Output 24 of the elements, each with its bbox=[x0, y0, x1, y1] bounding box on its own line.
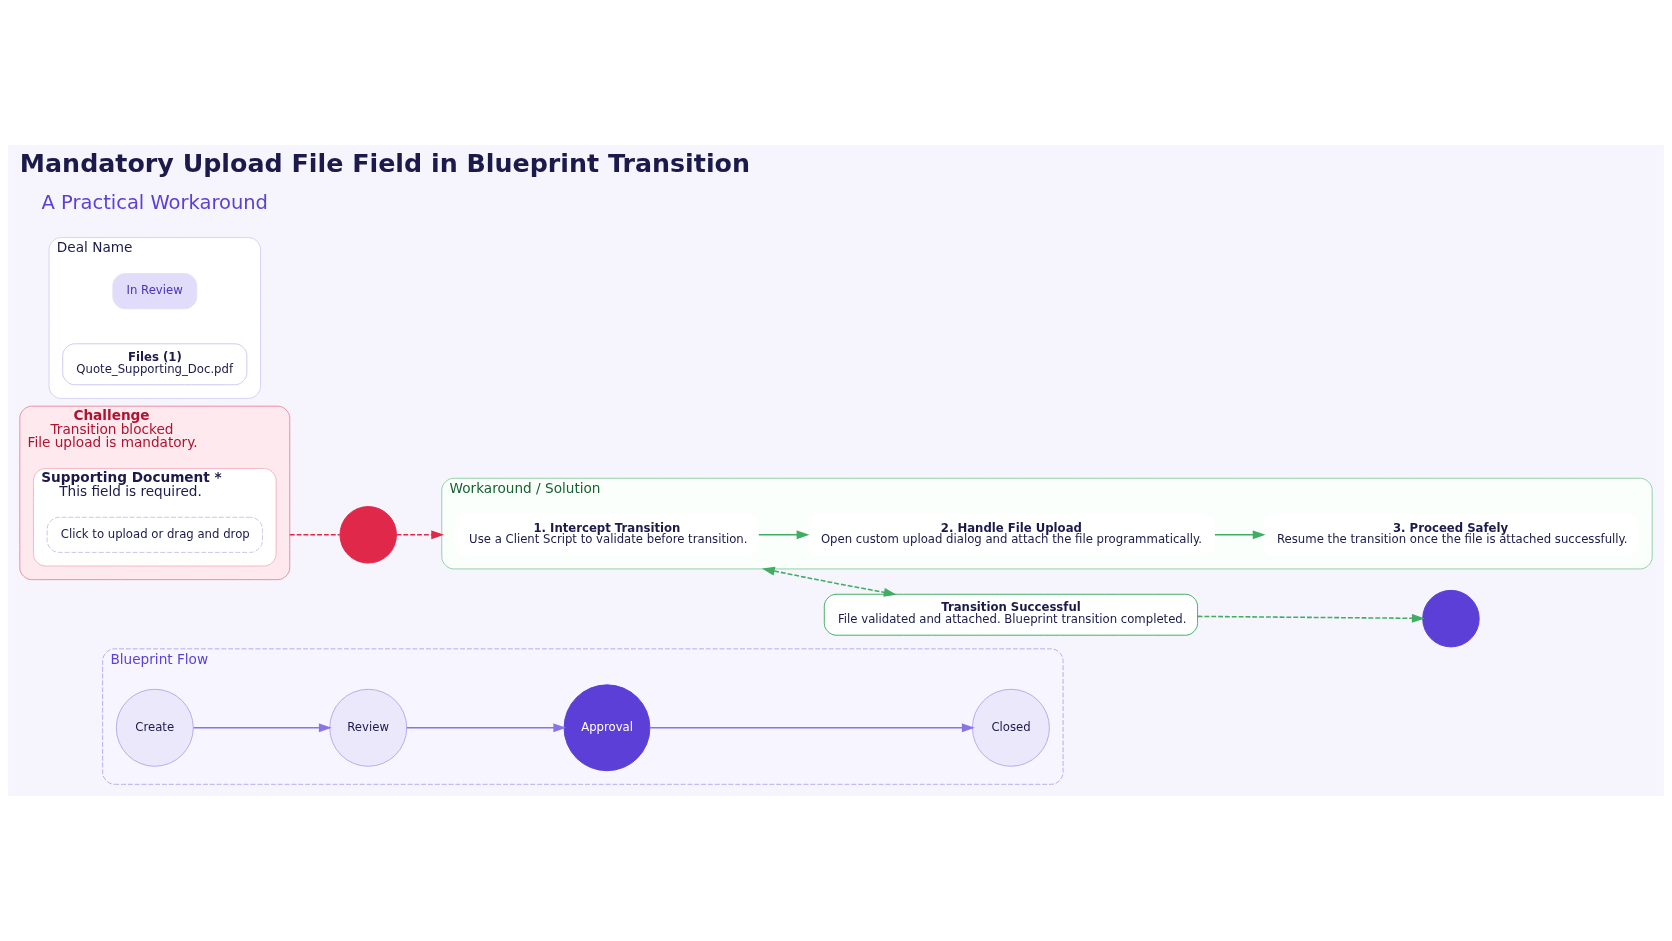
arrow bbox=[758, 530, 810, 540]
arrow bbox=[1214, 530, 1266, 540]
arrow bbox=[1196, 613, 1425, 623]
arrow bbox=[761, 566, 897, 597]
arrow bbox=[396, 530, 445, 540]
node-box: In Review bbox=[112, 273, 198, 310]
node-circle: Create bbox=[115, 688, 194, 767]
connector bbox=[289, 534, 341, 536]
arrow bbox=[649, 723, 975, 733]
node-circle: Review bbox=[329, 688, 408, 767]
label: A Practical Workaround bbox=[41, 191, 268, 215]
node-box: Click to upload or drag and drop bbox=[46, 516, 263, 553]
node-circle bbox=[1422, 589, 1480, 648]
diagram-title: Mandatory Upload File Field in Blueprint Transition bbox=[19, 148, 751, 179]
arrow bbox=[192, 723, 332, 733]
arrow bbox=[405, 723, 567, 733]
node-text: 1. Intercept Transition Use a Client Script to validate before transition. bbox=[469, 520, 748, 547]
node-circle: Approval bbox=[563, 684, 651, 772]
node-circle bbox=[339, 506, 397, 564]
node-box: Transition Successful File validated and attached. Blueprint transition completed. bbox=[823, 593, 1199, 636]
node-circle: Closed bbox=[971, 688, 1050, 767]
node-box: Files (1) Quote_Supporting_Doc.pdf bbox=[62, 343, 248, 386]
node-text: 3. Proceed Safely Resume the transition once the file is attached successfully. bbox=[1276, 520, 1628, 547]
node-text: 2. Handle File Upload Open custom upload dialog and attach the file programmatically. bbox=[820, 520, 1202, 547]
